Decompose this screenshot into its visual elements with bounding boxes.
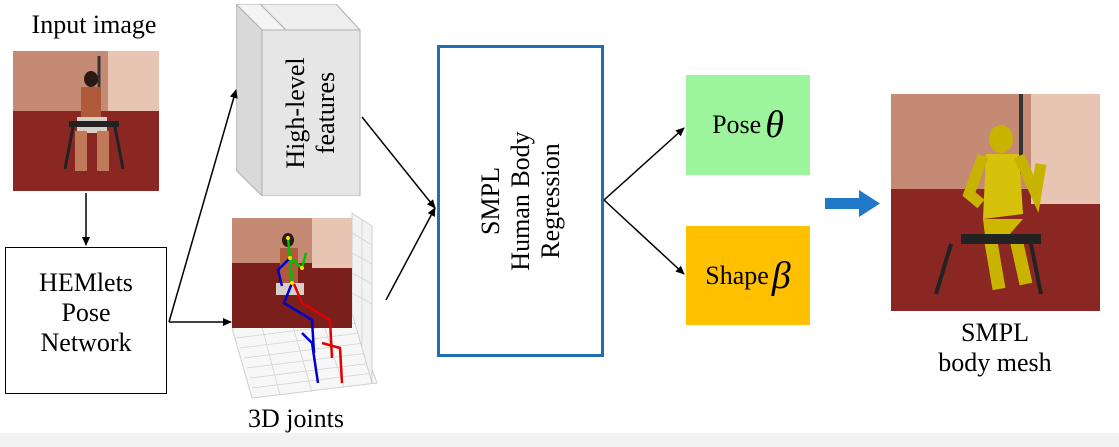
blue-arrow: [825, 190, 880, 217]
hemlets-line3: Network: [40, 328, 132, 357]
input-image-label: Input image: [31, 10, 157, 39]
smpl-regression-box: SMPL Human Body Regression: [437, 45, 604, 357]
bottom-band: [0, 433, 1119, 447]
theta-symbol: θ: [765, 104, 784, 146]
arrow-smpl-to-shape: [603, 199, 685, 275]
features-block-graphic: [234, 2, 362, 198]
output-mesh-photo: [891, 94, 1100, 311]
shape-box: Shape β: [686, 226, 810, 325]
hemlets-pose-network-box: HEMlets Pose Network: [5, 247, 167, 394]
joints-plot: [222, 208, 382, 408]
input-photo: [13, 51, 159, 191]
output-label: SMPL body mesh: [920, 318, 1070, 378]
shape-label: Shape: [705, 260, 769, 290]
hemlets-line2: Pose: [61, 298, 111, 327]
output-line2: body mesh: [938, 348, 1052, 377]
arrow-joints-to-smpl: [385, 207, 436, 301]
output-mesh-graphic: [891, 94, 1100, 311]
features-block: High-level features: [234, 2, 362, 198]
arrow-smpl-to-pose: [603, 127, 685, 201]
input-photo-graphic: [13, 51, 159, 191]
arrow-features-to-smpl: [361, 116, 436, 209]
hemlets-line1: HEMlets: [39, 268, 133, 297]
output-line1: SMPL: [961, 318, 1029, 347]
joints-label: 3D joints: [247, 404, 345, 433]
pose-box: Pose θ: [686, 75, 810, 175]
beta-symbol: β: [771, 254, 791, 297]
arrow-hemlets-to-features: [168, 89, 238, 323]
joints-plot-graphic: [231, 212, 378, 399]
pose-label: Pose: [712, 110, 762, 139]
